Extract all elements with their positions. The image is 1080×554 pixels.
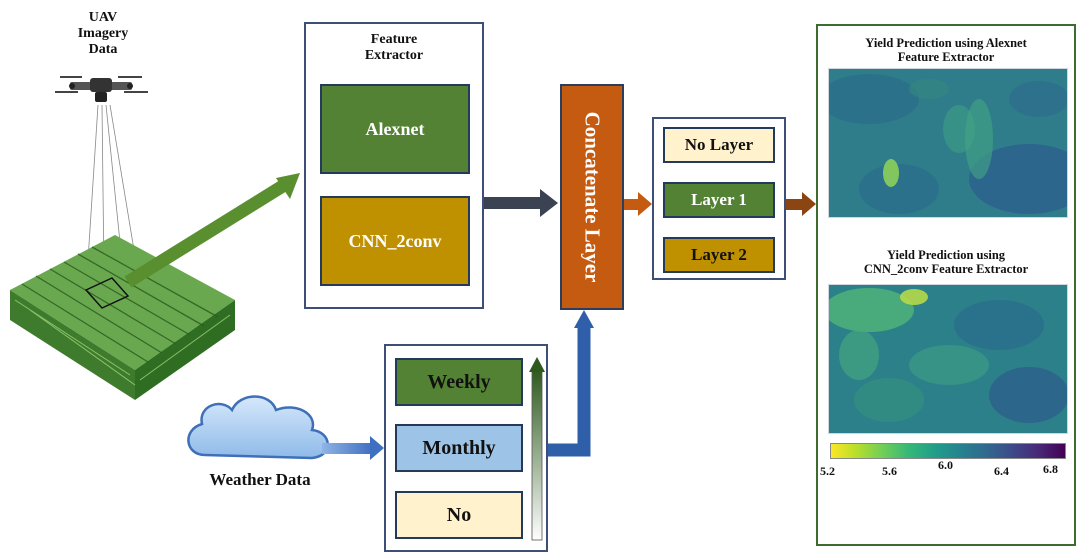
uav-label-line2: Imagery bbox=[77, 26, 129, 42]
weather-to-options-arrow bbox=[322, 436, 384, 460]
map1-title-line1: Yield Prediction using Alexnet bbox=[865, 36, 1027, 50]
feature-extractor-title-line1: Feature bbox=[370, 32, 418, 47]
colorbar-tick: 6.4 bbox=[994, 464, 1009, 478]
results-panel: Yield Prediction using Alexnet Feature E… bbox=[816, 24, 1076, 546]
uav-to-extractor-arrow bbox=[124, 173, 300, 288]
feature-extractor-title-line2: Extractor bbox=[364, 48, 424, 64]
concatenate-layer-block: Concatenate Layer bbox=[560, 84, 624, 310]
map2-title-line1: Yield Prediction using bbox=[886, 248, 1006, 262]
cloud-icon bbox=[187, 395, 329, 460]
colorbar-tick: 6.0 bbox=[938, 458, 953, 472]
map2-title: Yield Prediction using CNN_2conv Feature… bbox=[818, 248, 1074, 277]
map1-title-line2: Feature Extractor bbox=[897, 50, 995, 65]
layer-2-option[interactable]: Layer 2 bbox=[663, 237, 775, 273]
extractor-to-concat-arrow bbox=[484, 189, 558, 217]
colorbar bbox=[830, 443, 1066, 459]
colorbar-ticks: 5.2 5.6 6.0 6.4 6.8 bbox=[818, 458, 1074, 482]
feature-extractor-title: Feature Extractor bbox=[306, 32, 482, 64]
weather-to-concat-arrow bbox=[548, 310, 594, 457]
concatenate-layer-label: Concatenate Layer bbox=[580, 111, 605, 283]
alexnet-yield-map bbox=[828, 68, 1068, 218]
monthly-option[interactable]: Monthly bbox=[395, 424, 523, 472]
granularity-arrow-icon bbox=[529, 357, 545, 541]
no-layer-option[interactable]: No Layer bbox=[663, 127, 775, 163]
map2-title-line2: CNN_2conv Feature Extractor bbox=[863, 262, 1029, 277]
map1-title: Yield Prediction using Alexnet Feature E… bbox=[818, 36, 1074, 65]
feature-extractor-panel: Feature Extractor Alexnet CNN_2conv bbox=[304, 22, 484, 309]
layers-to-results-arrow bbox=[786, 192, 816, 216]
cnn-2conv-yield-map bbox=[828, 284, 1068, 434]
colorbar-tick: 5.2 bbox=[820, 464, 835, 478]
uav-label: UAV Imagery Data bbox=[60, 10, 146, 58]
weather-aggregation-panel: Weekly Monthly No bbox=[384, 344, 548, 552]
weekly-option[interactable]: Weekly bbox=[395, 358, 523, 406]
weather-data-label: Weather Data bbox=[209, 470, 311, 489]
uav-label-line1: UAV bbox=[88, 10, 118, 25]
drone-icon bbox=[55, 76, 148, 102]
colorbar-tick: 6.8 bbox=[1043, 462, 1058, 476]
colorbar-tick: 5.6 bbox=[882, 464, 897, 478]
uav-label-line3: Data bbox=[88, 42, 118, 58]
layers-panel: No Layer Layer 1 Layer 2 bbox=[652, 117, 786, 280]
cnn-2conv-option[interactable]: CNN_2conv bbox=[320, 196, 470, 286]
concat-to-layers-arrow bbox=[624, 192, 652, 216]
layer-1-option[interactable]: Layer 1 bbox=[663, 182, 775, 218]
no-option[interactable]: No bbox=[395, 491, 523, 539]
alexnet-option[interactable]: Alexnet bbox=[320, 84, 470, 174]
crop-field-image bbox=[10, 235, 235, 400]
